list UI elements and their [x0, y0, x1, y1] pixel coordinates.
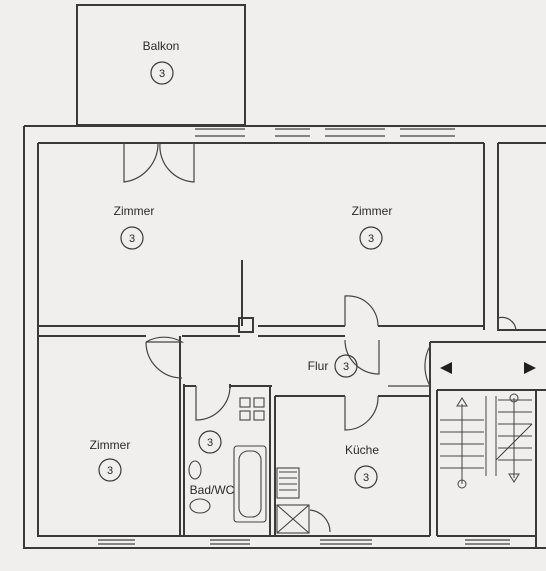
window-7: [320, 539, 372, 545]
hallway-label: Flur: [308, 359, 329, 373]
stairwell: [440, 393, 533, 489]
bedroom-label: Zimmer: [90, 438, 131, 452]
stair-down-arrow-icon: [508, 473, 520, 483]
living-left-number: 3: [129, 233, 135, 245]
window-2: [275, 128, 310, 137]
door-kitchen-cabinet: [309, 509, 331, 533]
balcony-number-circle: [150, 61, 174, 85]
shaft-cell: [239, 397, 251, 408]
door-bedroom: [145, 336, 185, 379]
door-bath: [195, 385, 231, 421]
bedroom-number: 3: [107, 465, 113, 477]
hallway-number-circle: [334, 354, 358, 378]
arrow-right-icon: [524, 362, 536, 374]
bath-number-circle: [198, 430, 222, 454]
living-right-number-circle: [359, 226, 383, 250]
door-kitchen: [344, 395, 379, 431]
arrow-left-icon: [440, 362, 452, 374]
stair-walk-lines: [461, 398, 515, 484]
bath-number: 3: [207, 437, 213, 449]
bathtub-inner: [238, 450, 262, 518]
wall-bath-top: [184, 384, 231, 388]
room-labels: Balkon 3 Zimmer 3 Zimmer 3 Flur 3 Zimmer…: [90, 39, 393, 497]
bathtub: [233, 445, 267, 523]
kitchen-cabinet-cross: [276, 504, 310, 534]
window-1: [195, 128, 245, 137]
living-right-number: 3: [368, 233, 374, 245]
shaft-cell: [253, 410, 265, 421]
outer-wall-outer: [23, 126, 546, 549]
door-balcony-left: [123, 142, 159, 183]
outer-wall-inner: [37, 143, 430, 537]
door-balcony-right: [159, 142, 195, 183]
balcony-number: 3: [159, 68, 165, 80]
shaft-cell: [239, 410, 251, 421]
kitchen-cabinet: [276, 504, 310, 534]
window-3: [325, 128, 385, 137]
shaft-cell: [253, 397, 265, 408]
living-left-label: Zimmer: [114, 204, 155, 218]
balcony-label: Balkon: [143, 39, 180, 53]
stair-eye: [485, 396, 497, 476]
bedroom-number-circle: [98, 458, 122, 482]
window-8: [465, 539, 510, 545]
hallway-number: 3: [343, 361, 349, 373]
door-right-room: [497, 316, 517, 331]
washbasin: [189, 498, 211, 514]
kitchen-number-circle: [354, 465, 378, 489]
bath-label: Bad/WC: [190, 483, 235, 497]
toilet: [188, 460, 202, 480]
living-right-label: Zimmer: [352, 204, 393, 218]
stair-up-arrow-icon: [456, 397, 468, 407]
stove-lines: [279, 471, 297, 491]
door-flur: [344, 339, 380, 375]
wall-stair-left: [429, 342, 438, 536]
window-5: [98, 539, 135, 545]
stair-start-mark: [457, 479, 467, 489]
wall-stair-top: [430, 341, 546, 391]
column: [238, 317, 254, 333]
living-left-number-circle: [120, 226, 144, 250]
stair-cut-line: [495, 423, 533, 461]
doors: [123, 142, 517, 533]
window-4: [400, 128, 455, 137]
stair-steps-right: [498, 399, 532, 461]
wall-right-room-inner: [497, 143, 546, 331]
door-living-right: [344, 295, 379, 327]
walls: [23, 4, 546, 549]
windows: [98, 128, 510, 545]
window-6: [210, 539, 250, 545]
fixtures: [188, 397, 310, 534]
door-entry: [388, 345, 432, 387]
stove: [276, 467, 300, 499]
balcony-outline: [76, 4, 246, 126]
kitchen-number: 3: [363, 472, 369, 484]
kitchen-label: Küche: [345, 443, 379, 457]
wall-bath-kitchen: [269, 386, 276, 536]
stair-end-mark: [509, 393, 519, 403]
